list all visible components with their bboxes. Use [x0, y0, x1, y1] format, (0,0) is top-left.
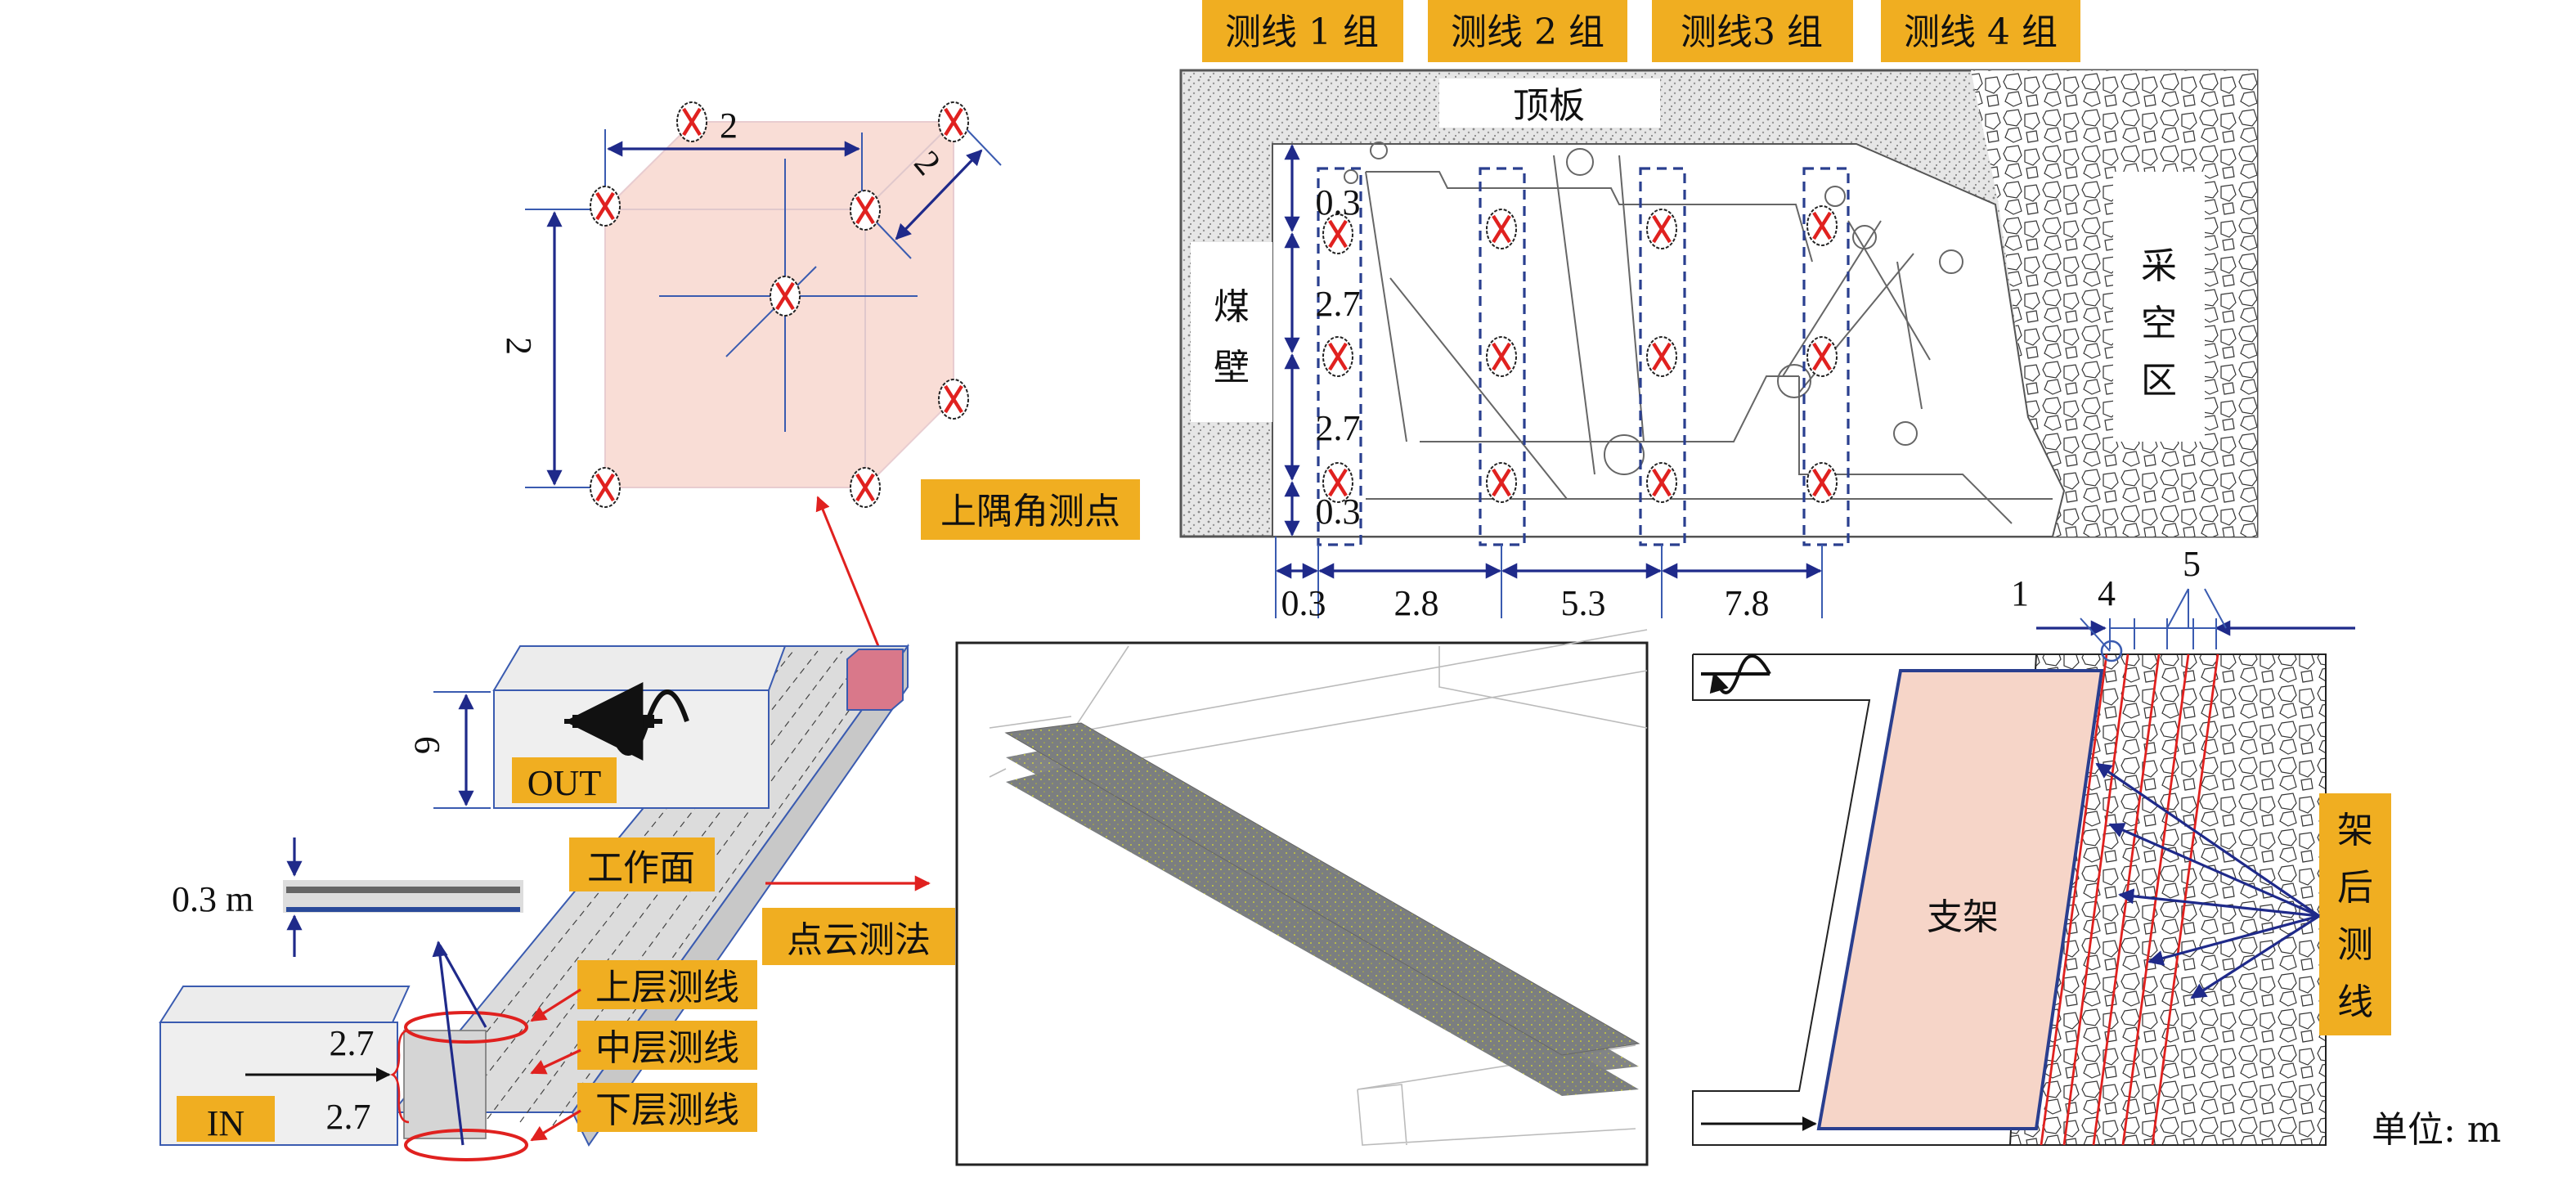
- dim-label: 5.3: [1561, 583, 1606, 623]
- dim-label: 2.7: [1316, 408, 1361, 448]
- height-dim: 6: [407, 736, 447, 754]
- spacing-label: 5: [2183, 544, 2201, 584]
- layer-dim: 2.7: [326, 1097, 371, 1137]
- marker-icon: [677, 102, 707, 141]
- marker-icon: [939, 102, 968, 141]
- marker-icon: [850, 191, 880, 230]
- point-cloud-panel: [955, 629, 1649, 1166]
- cube-height-dim: 2: [499, 337, 539, 355]
- rear-lines-label: 线: [2337, 981, 2373, 1023]
- coal-wall-label: 壁: [1214, 347, 1250, 388]
- goaf-label: 空: [2141, 303, 2177, 344]
- marker-icon: [1647, 337, 1676, 376]
- rear-lines-label: 测: [2337, 924, 2373, 966]
- in-label: IN: [207, 1103, 245, 1143]
- thickness-label: 0.3 m: [172, 879, 254, 919]
- group-label: 测线3 组: [1681, 11, 1823, 53]
- marker-icon: [1487, 209, 1516, 249]
- marker-icon: [1807, 463, 1837, 502]
- marker-icon: [1807, 206, 1837, 245]
- vertical-dimensions: 0.3 2.7 2.7 0.3: [1284, 144, 1361, 537]
- working-face-model: OUT 6 IN 2.7 2.7 0.3 m 工作面 点云测法 上层测线 中层测…: [159, 643, 955, 1161]
- upper-corner-cube: 2 2 2 上隅角测点: [499, 102, 1140, 647]
- group-label: 测线 4 组: [1904, 11, 2058, 53]
- support-cross-section: 测线 1 组 测线 2 组 测线3 组 测线 4 组 顶板 煤 壁 采 空 区: [1179, 0, 2259, 623]
- goaf-plan-view: 支架 1 4 5 架 后 测 线 单位: m: [1692, 544, 2502, 1151]
- marker-icon: [1323, 337, 1353, 376]
- marker-icon: [590, 186, 620, 226]
- upper-corner-label: 上隅角测点: [940, 491, 1120, 532]
- dim-label: 0.3: [1281, 583, 1326, 623]
- corner-cube-marker: [846, 649, 904, 711]
- marker-icon: [1487, 463, 1516, 502]
- layer-label: 中层测线: [595, 1027, 739, 1069]
- marker-icon: [770, 276, 800, 316]
- goaf-label: 采: [2141, 245, 2177, 287]
- dim-label: 2.7: [1316, 284, 1361, 324]
- marker-icon: [1487, 337, 1516, 376]
- marker-icon: [1807, 337, 1837, 376]
- rear-lines-label: 架: [2337, 810, 2373, 851]
- cube-width-dim: 2: [720, 106, 738, 146]
- dim-label: 7.8: [1725, 583, 1770, 623]
- marker-icon: [850, 468, 880, 507]
- marker-icon: [939, 379, 968, 419]
- dim-label: 2.8: [1394, 583, 1439, 623]
- horizontal-dimensions: 0.3 2.8 5.3 7.8: [1275, 537, 1823, 623]
- dim-label: 0.3: [1316, 182, 1361, 222]
- support-label: 支架: [1927, 896, 1999, 938]
- group-label: 测线 2 组: [1451, 11, 1604, 53]
- marker-icon: [590, 468, 620, 507]
- roof-label: 顶板: [1513, 85, 1585, 127]
- marker-icon: [1647, 209, 1676, 249]
- rear-lines-label: 后: [2337, 867, 2373, 909]
- marker-icon: [1647, 463, 1676, 502]
- spacing-label: 4: [2098, 573, 2116, 613]
- unit-label: 单位: m: [2372, 1109, 2502, 1151]
- method-label: 点云测法: [787, 919, 931, 961]
- layer-label: 下层测线: [595, 1089, 739, 1131]
- out-label: OUT: [527, 763, 602, 803]
- layer-label: 上层测线: [595, 967, 739, 1008]
- face-label: 工作面: [587, 847, 695, 889]
- coal-wall-label: 煤: [1214, 286, 1250, 328]
- spacing-label: 1: [2011, 573, 2029, 613]
- dim-label: 0.3: [1316, 492, 1361, 532]
- airflow-out-arrow-icon: [1701, 656, 1771, 694]
- group-label: 测线 1 组: [1225, 11, 1379, 53]
- goaf-label: 区: [2141, 360, 2177, 402]
- layer-dim: 2.7: [330, 1023, 375, 1063]
